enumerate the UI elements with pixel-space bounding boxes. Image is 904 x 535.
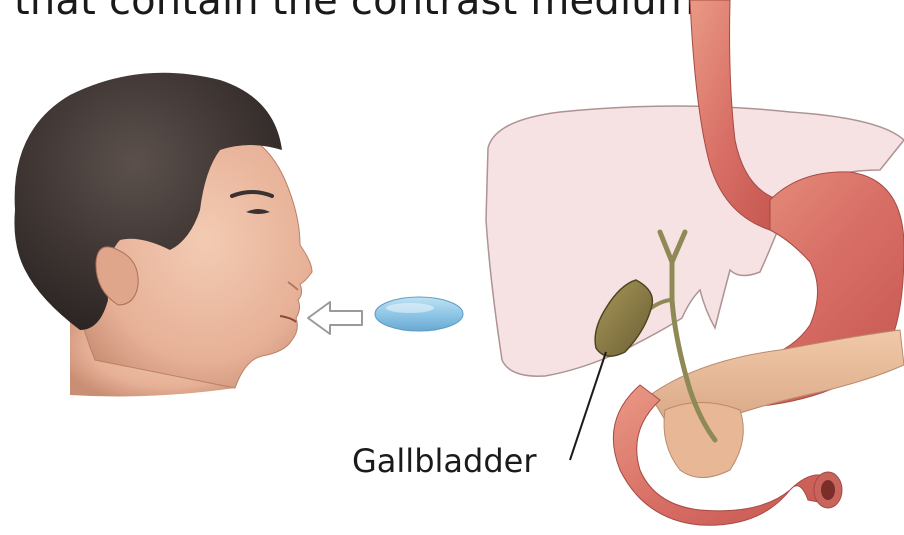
pancreas-head [664,403,743,478]
pill-icon [375,297,463,331]
head-figure [14,73,312,397]
gallbladder-label: Gallbladder [352,442,536,480]
arrow-icon [308,302,362,334]
